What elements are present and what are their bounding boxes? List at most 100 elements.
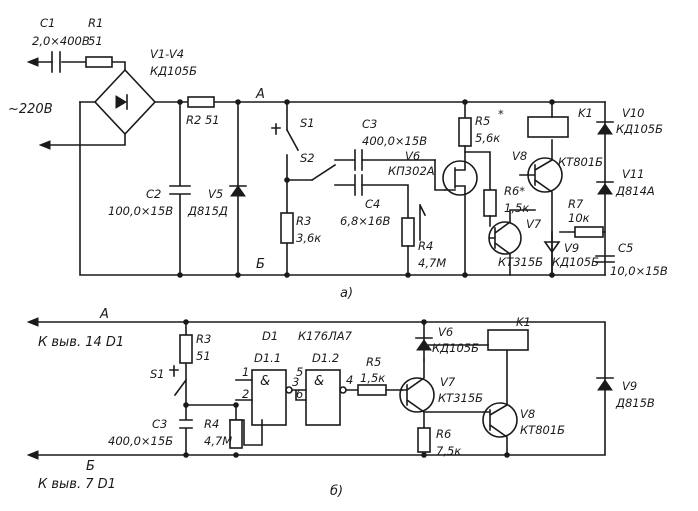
fet-v6 <box>442 101 497 276</box>
c3-top-value: 400,0×15B <box>362 134 427 148</box>
v11-type: Д814А <box>615 184 655 198</box>
v5-type: Д815Д <box>187 204 228 218</box>
right-column-a <box>595 101 615 276</box>
c4-value: 6,8×16B <box>340 214 391 228</box>
filter-c2-v5 <box>169 101 247 276</box>
r3-bottom-label: R3 <box>196 332 211 346</box>
node-a-bottom: A <box>99 307 109 322</box>
v7-bottom-label: V7 <box>440 375 456 389</box>
s2-c3-c4 <box>310 149 446 276</box>
v8-top-type: КТ801Б <box>558 155 603 169</box>
s1-r3 <box>271 101 313 276</box>
and2-label: & <box>314 374 324 389</box>
diagram-b <box>26 317 614 460</box>
transistor-v7 <box>488 209 536 276</box>
v7-top-label: V7 <box>526 217 542 231</box>
v5-label: V5 <box>208 187 223 201</box>
v9-top-label: V9 <box>564 241 579 255</box>
junctions-b <box>183 319 510 458</box>
r5-top-label: R5 <box>475 114 490 128</box>
r3-top-label: R3 <box>296 214 311 228</box>
v6-bottom-label: V6 <box>438 325 453 339</box>
c3-bottom-value: 400,0×15Б <box>108 434 173 448</box>
v9-bottom-label: V9 <box>622 379 637 393</box>
r6-top-value: 1,5к <box>504 201 529 215</box>
r1-label: R1 <box>88 16 103 30</box>
caption-b: б) <box>330 484 343 499</box>
and1-label: & <box>260 374 270 389</box>
c2-value: 100,0×15B <box>108 204 173 218</box>
v10-type: КД105Б <box>616 122 663 136</box>
pin3-label: 3 <box>292 375 299 389</box>
r6-bottom-label: R6 <box>436 427 451 441</box>
r2-label: R2 51 <box>186 113 220 127</box>
caption-a: а) <box>340 286 353 301</box>
pin5-label: 5 <box>296 365 303 379</box>
r1-value: 51 <box>88 34 103 48</box>
v9-b <box>596 377 614 391</box>
v6-top-label: V6 <box>405 149 420 163</box>
v6-top-type: КП302А <box>388 164 435 178</box>
d1-type: К176ЛА7 <box>298 329 353 343</box>
v8-bottom-type: КТ801Б <box>520 423 565 437</box>
r5-star: * <box>498 107 504 121</box>
node-a-top: A <box>255 87 265 102</box>
input-line <box>26 51 126 73</box>
pin14-label: К выв. 14 D1 <box>38 335 124 350</box>
v7-v8-b <box>399 321 529 456</box>
v1v4-type: КД105Б <box>150 64 197 78</box>
diagram-a <box>26 51 615 278</box>
v9-bottom-type: Д815В <box>615 396 655 410</box>
v8-bottom-label: V8 <box>520 407 535 421</box>
logic-gates <box>229 369 403 449</box>
r7-label: R7 <box>568 197 584 211</box>
junctions-a <box>177 99 555 278</box>
r5-bottom-label: R5 <box>366 355 381 369</box>
r7-value: 10к <box>568 211 590 225</box>
pin7-label: К выв. 7 D1 <box>38 477 116 492</box>
pin2-label: 2 <box>242 387 249 401</box>
r4-top-value: 4,7M <box>418 256 446 270</box>
s2-label: S2 <box>300 151 315 165</box>
pin6-label: 6 <box>296 387 303 401</box>
v8-top-label: V8 <box>512 149 527 163</box>
c1-label: C1 <box>40 16 55 30</box>
v7-bottom-type: КТ315Б <box>438 391 483 405</box>
node-b-top: Б <box>256 257 265 272</box>
r4-bottom-value: 4,7M <box>204 434 232 448</box>
v11-label: V11 <box>622 167 645 181</box>
c3-top-label: C3 <box>362 117 377 131</box>
bridge-rectifier <box>38 68 606 276</box>
v7-top-type: КТ315Б <box>498 255 543 269</box>
r3-top-value: 3,6к <box>296 231 321 245</box>
v9-top-type: КД105Б <box>552 255 599 269</box>
labels: C1 R1 2,0×400B 51 V1-V4 КД105Б ~220B A Б… <box>8 16 668 499</box>
v10-label: V10 <box>622 106 645 120</box>
r3-bottom-value: 51 <box>196 349 211 363</box>
r5-bottom-value: 1,5к <box>360 371 385 385</box>
d11-label: D1.1 <box>254 351 281 365</box>
mains-label: ~220B <box>8 102 53 117</box>
k1-bottom-label: K1 <box>516 315 531 329</box>
r4-top-label: R4 <box>418 239 433 253</box>
pin4-label: 4 <box>346 373 353 387</box>
r6-top-label: R6* <box>504 184 525 198</box>
v1v4-label: V1-V4 <box>150 47 184 61</box>
c2-label: C2 <box>146 187 161 201</box>
c3-bottom-label: C3 <box>152 417 167 431</box>
s1-top-label: S1 <box>300 116 315 130</box>
c5-label: C5 <box>618 241 633 255</box>
v6-bottom-type: КД105Б <box>432 341 479 355</box>
d12-label: D1.2 <box>312 351 339 365</box>
c4-label: C4 <box>365 197 380 211</box>
d1-title: D1 <box>262 329 278 343</box>
transistor-v8 <box>519 101 606 276</box>
node-b-bottom: Б <box>86 459 95 474</box>
c1-value: 2,0×400B <box>32 34 90 48</box>
pin1-label: 1 <box>242 365 249 379</box>
s1-bottom-label: S1 <box>150 367 165 381</box>
r4-bottom-label: R4 <box>204 417 219 431</box>
c5-value: 10,0×15B <box>610 264 668 278</box>
r5-top-value: 5,6к <box>475 131 500 145</box>
